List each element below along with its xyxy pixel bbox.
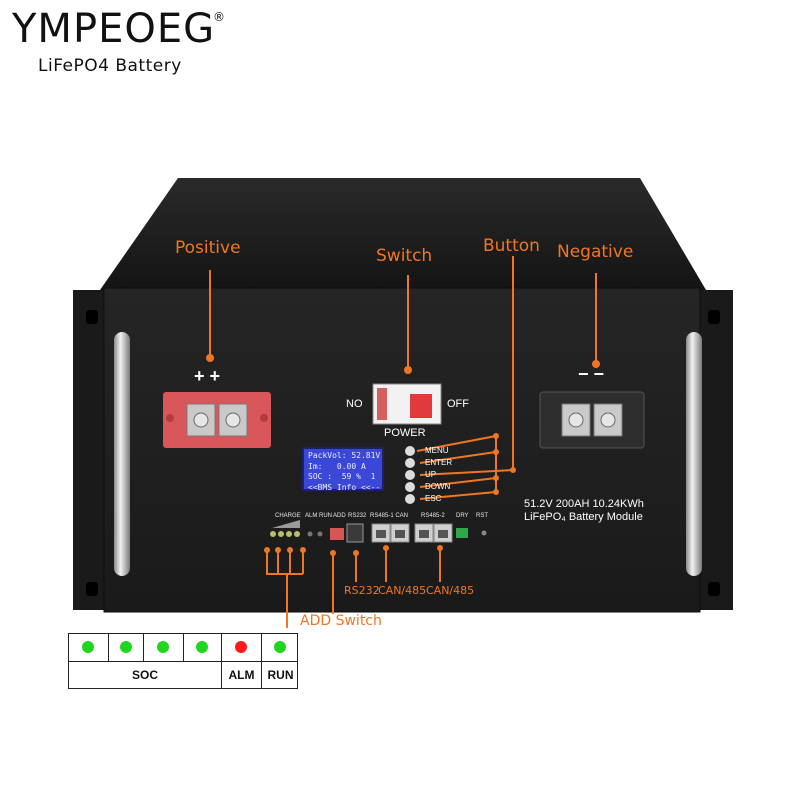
can485-2-callout: CAN/485	[426, 584, 475, 597]
negative-symbol: − −	[578, 364, 605, 384]
brand-subtitle: LiFePO4 Battery	[38, 56, 182, 76]
rs232-callout: RS232	[344, 584, 380, 597]
led-cell	[184, 634, 222, 661]
alm-run-label: ALM RUN	[305, 513, 333, 519]
module-spec: 51.2V 200AH 10.24KWh	[524, 498, 644, 510]
dry-contact	[456, 528, 468, 538]
led-cell	[69, 634, 109, 661]
led-cell	[144, 634, 184, 661]
enter-button[interactable]: ENTER	[425, 458, 453, 467]
ear-hole	[708, 310, 720, 324]
led-label-row: SOC ALM RUN	[69, 661, 297, 689]
soc-led	[120, 641, 132, 653]
module-name: LiFePO₄ Battery Module	[524, 511, 643, 523]
led-cell	[222, 634, 262, 661]
negative-callout: Negative	[557, 242, 634, 262]
soc-led	[157, 641, 169, 653]
ear-hole	[86, 310, 98, 324]
switch-callout: Switch	[376, 246, 433, 266]
ear-hole	[86, 582, 98, 596]
dry-label: DRY	[456, 513, 469, 519]
rst-label: RST	[476, 513, 488, 519]
soc-led	[196, 641, 208, 653]
soc-label: SOC	[69, 661, 222, 689]
soc-led	[82, 641, 94, 653]
chassis-top	[100, 178, 706, 290]
rs485-2-label: RS485-2	[421, 513, 445, 519]
alm-led	[235, 641, 247, 653]
lcd-line: <<BMS Info <<--	[308, 482, 381, 492]
led-cell	[109, 634, 144, 661]
lcd-line: Im: 0.00 A	[308, 461, 366, 471]
alm-label: ALM	[222, 661, 262, 689]
add-label: ADD	[333, 513, 346, 519]
led-cell	[262, 634, 299, 661]
positive-symbol: + +	[194, 366, 221, 386]
run-led	[274, 641, 286, 653]
ear-hole	[708, 582, 720, 596]
lcd-display: PackVol: 52.81V Im: 0.00 A SOC : 59 % 1 …	[302, 447, 384, 492]
lcd-line: SOC : 59 % 1	[308, 472, 376, 481]
charge-label: CHARGE	[275, 513, 301, 519]
led-row	[69, 634, 297, 662]
down-button[interactable]: DOWN	[425, 482, 451, 491]
led-legend-table: SOC ALM RUN	[68, 633, 298, 689]
rs232-label: RS232	[348, 513, 367, 519]
switch-off-label: OFF	[447, 398, 469, 410]
run-label: RUN	[267, 668, 294, 682]
right-handle	[686, 332, 702, 576]
power-label: POWER	[384, 427, 426, 439]
lcd-line: PackVol: 52.81V	[308, 451, 381, 460]
button-callout: Button	[483, 236, 540, 256]
registered-mark: ®	[213, 10, 225, 24]
add-dip-switch	[330, 528, 344, 540]
menu-button[interactable]: MENU	[425, 446, 449, 455]
rs485-1-can-label: RS485-1 CAN	[370, 513, 409, 519]
positive-callout: Positive	[175, 238, 241, 258]
menu-button-shape	[405, 446, 415, 456]
negative-terminal	[539, 391, 645, 449]
add-switch-callout: ADD Switch	[300, 613, 382, 629]
positive-terminal	[163, 392, 271, 448]
left-handle	[114, 332, 130, 576]
brand-name: YMPEOEG	[12, 6, 216, 52]
switch-no-label: NO	[346, 398, 363, 410]
front-panel	[103, 287, 701, 613]
can485-1-callout: CAN/485	[378, 584, 427, 597]
rs232-port	[346, 523, 364, 543]
esc-button[interactable]: ESC	[425, 494, 442, 503]
up-button[interactable]: UP	[425, 470, 437, 479]
